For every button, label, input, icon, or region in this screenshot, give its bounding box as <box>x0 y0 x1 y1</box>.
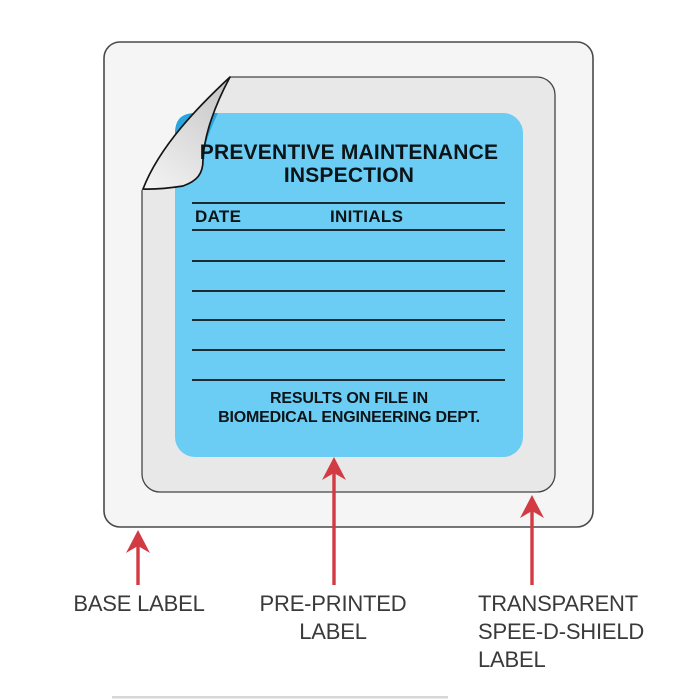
preprinted-label-shape <box>175 113 523 457</box>
callout-preprinted-label: PRE-PRINTED LABEL <box>259 591 407 644</box>
initials-field-label: INITIALS <box>330 207 404 226</box>
peeled-corner-flap <box>142 76 231 190</box>
bottom-divider <box>112 696 448 699</box>
arrow-up-icon <box>520 495 544 585</box>
label-title: PREVENTIVE MAINTENANCE INSPECTION <box>199 141 499 187</box>
callout-base-label: BASE LABEL <box>73 591 205 616</box>
callout-arrows <box>126 457 544 585</box>
callout-transparent-shield-label: TRANSPARENT SPEE-D-SHIELD LABEL <box>478 591 645 672</box>
arrow-up-icon <box>322 457 346 585</box>
label-footer: RESULTS ON FILE IN BIOMEDICAL ENGINEERIN… <box>218 390 480 426</box>
rule-lines <box>192 202 505 381</box>
arrow-up-icon <box>126 530 150 585</box>
date-field-label: DATE <box>195 207 242 226</box>
